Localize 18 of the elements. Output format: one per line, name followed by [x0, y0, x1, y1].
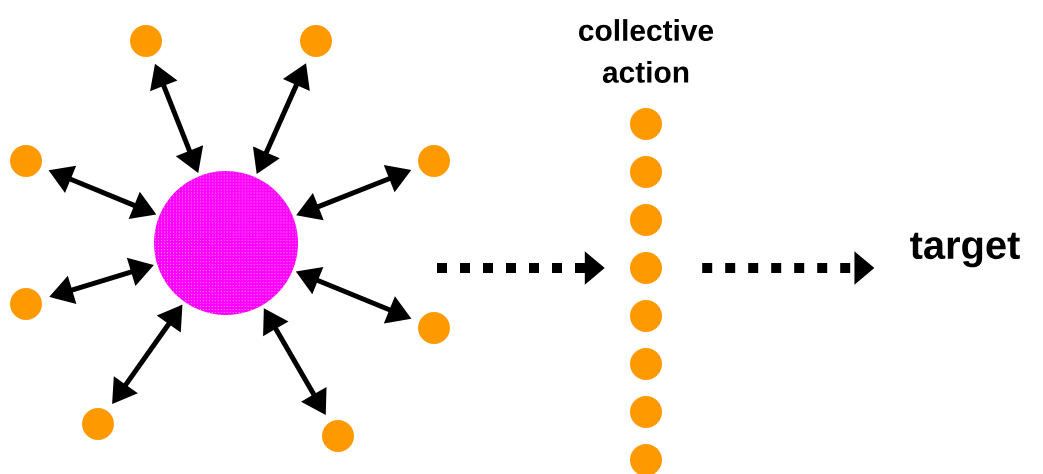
dot: [630, 156, 662, 188]
hub-circle: [154, 171, 298, 315]
dot: [630, 204, 662, 236]
dot: [10, 288, 42, 320]
dot: [630, 396, 662, 428]
dot: [322, 420, 354, 452]
dot: [82, 408, 114, 440]
dot: [630, 348, 662, 380]
heading: collective action: [579, 19, 714, 83]
dot: [630, 300, 662, 332]
dot: [130, 25, 162, 57]
dot: [300, 25, 332, 57]
dot: [418, 312, 450, 344]
dot: [10, 145, 42, 177]
dot: [630, 252, 662, 284]
dot: [630, 108, 662, 140]
dot: [418, 145, 450, 177]
target-label: target: [910, 232, 1020, 268]
